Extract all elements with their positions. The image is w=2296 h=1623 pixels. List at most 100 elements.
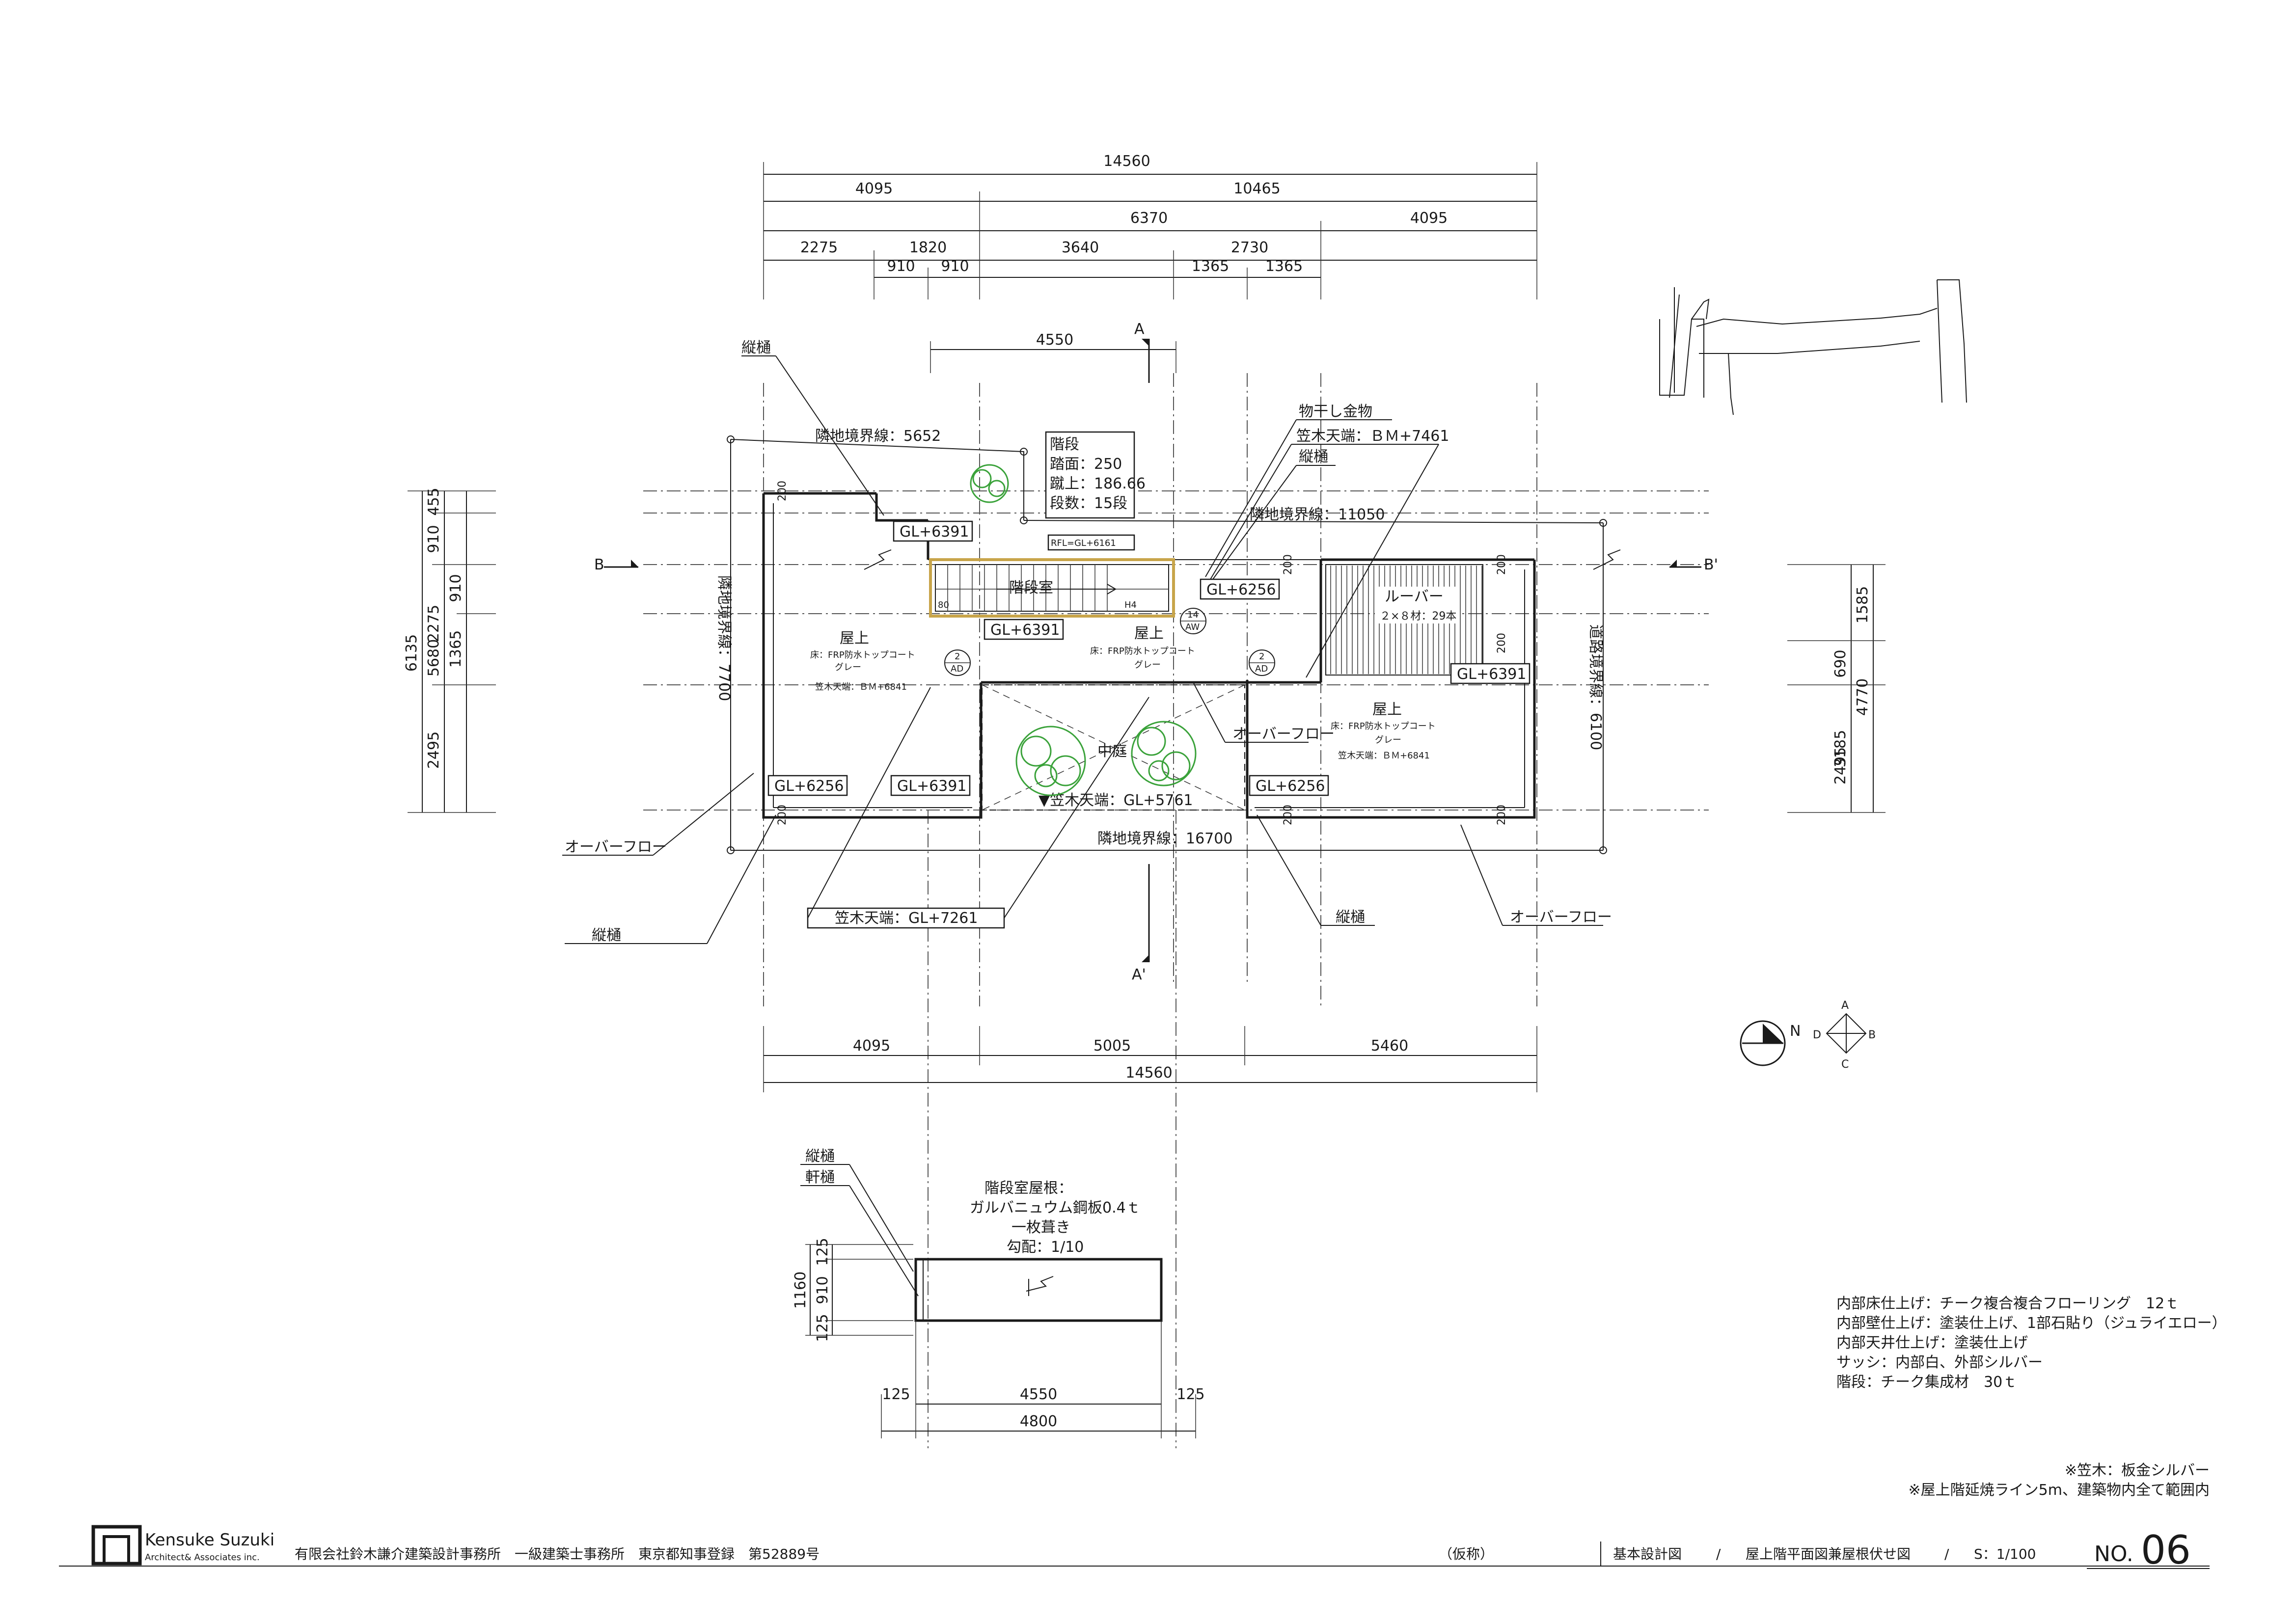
stair-roof-dim-left-a: 125 bbox=[814, 1238, 831, 1266]
tag-1-bottom: AD bbox=[951, 664, 963, 674]
boundary-top-right: 隣地境界線：11050 bbox=[1250, 506, 1385, 523]
stair-roof-dim-left-b: 910 bbox=[814, 1276, 831, 1304]
project-name: （仮称） bbox=[1439, 1546, 1494, 1562]
dim-bottom-r1b: 5005 bbox=[1093, 1037, 1131, 1055]
callout-coping-gl7261: 笠木天端：GL+7261 bbox=[835, 910, 978, 927]
stairwell-label: 階段室 bbox=[1009, 579, 1053, 596]
stair-roof-dim-bottom-b: 4550 bbox=[1020, 1386, 1057, 1403]
louver-spec: ２×８材：29本 bbox=[1380, 610, 1456, 622]
stair-roof-line4: 勾配：1/10 bbox=[1007, 1239, 1084, 1256]
title-sep-2: / bbox=[1944, 1546, 1949, 1562]
wall-200-b: 200 bbox=[776, 805, 789, 825]
trees bbox=[970, 464, 1197, 796]
dim-top-overall: 14560 bbox=[1103, 153, 1150, 170]
stair-roof-line1: 階段室屋根： bbox=[984, 1180, 1073, 1197]
stair-mark-80: 80 bbox=[938, 600, 949, 610]
level-gl6391-d: GL+6391 bbox=[1457, 666, 1526, 683]
dim-top-r3b: 1820 bbox=[909, 239, 947, 256]
stair-info-box: 階段 踏面：250 蹴上：186.66 段数：15段 bbox=[1045, 431, 1146, 519]
callout-laundry: 物干し金物 bbox=[1299, 403, 1372, 420]
wall-200-g: 200 bbox=[1496, 633, 1508, 653]
stair-info-riser: 蹴上：186.66 bbox=[1050, 475, 1146, 492]
callout-drain-bottom: 縦樋 bbox=[1336, 909, 1365, 926]
dim-top-r4c: 1365 bbox=[1192, 258, 1229, 275]
stair-roof-line3: 一枚葺き bbox=[1011, 1219, 1070, 1236]
tag-2-top: 2 bbox=[1259, 651, 1264, 662]
stair-roof-dim-bottom-a: 125 bbox=[882, 1386, 910, 1403]
bottom-dimensions: 4095 5005 5460 14560 bbox=[763, 1026, 1537, 1092]
road-boundary: 道路境界線：6100 bbox=[1587, 624, 1604, 750]
note-3: 内部天井仕上げ：塗装仕上げ bbox=[1836, 1334, 2028, 1352]
top-dimensions: 14560 4095 10465 6370 4095 2275 1820 364… bbox=[763, 153, 1537, 299]
roof-right-title: 屋上 bbox=[1372, 701, 1402, 718]
dim-top-r3c: 3640 bbox=[1062, 239, 1099, 256]
stairwell: 階段室 RFL=GL+6161 RFL=GL+6161 80 H4 bbox=[929, 534, 1175, 618]
wall-200-c: 200 bbox=[1282, 554, 1294, 575]
office-name: 有限会社鈴木謙介建築設計事務所 一級建築士事務所 東京都知事登録 第52889号 bbox=[295, 1546, 820, 1562]
roof-center-title: 屋上 bbox=[1134, 625, 1164, 642]
stair-roof-dim-overall: 4800 bbox=[1020, 1413, 1057, 1430]
stair-roof-plan: 階段室屋根： ガルバニュウム鋼板0.4ｔ 一枚葺き 勾配：1/10 縦樋 軒樋 … bbox=[792, 1148, 1205, 1438]
dim-left-s6: 2495 bbox=[425, 731, 442, 769]
level-gl6391-c: GL+6391 bbox=[897, 778, 966, 795]
drawing-phase: 基本設計図 bbox=[1613, 1546, 1682, 1562]
drawing-scale: S：1/100 bbox=[1974, 1546, 2036, 1562]
drawing-title: 屋上階平面図兼屋根伏せ図 bbox=[1746, 1546, 1911, 1562]
stair-info-tread: 踏面：250 bbox=[1050, 456, 1122, 473]
stair-roof-line2: ガルバニュウム鋼板0.4ｔ bbox=[970, 1199, 1141, 1217]
callout-overflow-center: オーバーフロー bbox=[1232, 726, 1335, 743]
callout-drain-left: 縦樋 bbox=[592, 927, 621, 944]
louver: ルーバー ２×８材：29本 bbox=[1325, 564, 1483, 676]
site-boundary: 隣地境界線：5652 隣地境界線：11050 隣地境界線：16700 隣地境界線… bbox=[715, 428, 1607, 854]
dim-top-r2a: 6370 bbox=[1130, 210, 1168, 227]
level-gl6256-c: GL+6256 bbox=[1256, 778, 1325, 795]
roof-right: 屋上 床：FRP防水トップコート グレー 笠木天端：ＢＭ+6841 bbox=[1331, 701, 1436, 761]
dim-top-r1a: 4095 bbox=[855, 180, 893, 197]
rfl-text: RFL=GL+6161 bbox=[1051, 538, 1116, 548]
dim-left-sub: 5680 bbox=[425, 639, 442, 676]
compass-b: B bbox=[1868, 1029, 1876, 1041]
louver-title: ルーバー bbox=[1385, 588, 1444, 605]
dim-left-overall: 6135 bbox=[403, 634, 420, 672]
dim-left-s1: 455 bbox=[425, 487, 442, 515]
dim-bottom-overall: 14560 bbox=[1125, 1064, 1172, 1082]
drawing-no-label: NO. bbox=[2094, 1542, 2133, 1567]
roof-left: 屋上 床：FRP防水トップコート グレー 笠木天端：ＢＭ+6841 bbox=[810, 630, 915, 692]
roof-right-finish: 床：FRP防水トップコート bbox=[1331, 721, 1436, 731]
dim-stair-width: 4550 bbox=[1036, 331, 1073, 349]
drawing-no-value: 06 bbox=[2141, 1527, 2191, 1573]
dim-right-s3: 3185 bbox=[1832, 730, 1849, 767]
tag-1-top: 2 bbox=[955, 651, 960, 662]
stair-roof-eaves: 軒樋 bbox=[805, 1169, 835, 1186]
boundary-bottom: 隣地境界線：16700 bbox=[1097, 830, 1232, 847]
tag-2-bottom: AD bbox=[1255, 664, 1268, 674]
courtyard-label: 中庭 bbox=[1097, 743, 1127, 760]
right-dimensions: 1585 690 3185 4770 2495 bbox=[1787, 564, 1886, 813]
dim-left-s2: 910 bbox=[425, 525, 442, 553]
dim-top-r2b: 4095 bbox=[1410, 210, 1448, 227]
tag-3-top: 14 bbox=[1187, 610, 1199, 620]
dim-left-s5: 1365 bbox=[447, 630, 465, 668]
stair-mark-h4: H4 bbox=[1124, 600, 1137, 610]
slope-arrows bbox=[864, 549, 1621, 570]
tags: 2 AD 2 AD 14 AW bbox=[944, 608, 1275, 676]
courtyard: 中庭 ▼笠木天端：GL+5761 bbox=[982, 684, 1245, 811]
roof-left-color: グレー bbox=[835, 662, 861, 673]
note-2: 内部壁仕上げ：塗装仕上げ、1部石貼り（ジュライエロー） bbox=[1836, 1315, 2227, 1332]
courtyard-coping: ▼笠木天端：GL+5761 bbox=[1039, 792, 1193, 809]
dim-bottom-r1a: 4095 bbox=[853, 1037, 890, 1055]
dim-left-s4: 2275 bbox=[425, 605, 442, 642]
wall-200-a: 200 bbox=[776, 481, 789, 501]
section-b: B bbox=[594, 556, 604, 573]
dim-bottom-r1c: 5460 bbox=[1371, 1037, 1408, 1055]
tree-courtyard-right bbox=[1131, 721, 1197, 786]
note-4: サッシ：内部白、外部シルバー bbox=[1836, 1354, 2043, 1371]
callout-coping-bm7461: 笠木天端：ＢＭ+7461 bbox=[1296, 428, 1449, 445]
section-a: A bbox=[1134, 321, 1145, 338]
dim-top-r3a: 2275 bbox=[800, 239, 838, 256]
roof-right-color: グレー bbox=[1375, 735, 1401, 745]
roof-right-coping: 笠木天端：ＢＭ+6841 bbox=[1338, 751, 1430, 761]
roof-left-finish: 床：FRP防水トップコート bbox=[810, 650, 915, 660]
dim-right-s1: 1585 bbox=[1854, 586, 1871, 623]
